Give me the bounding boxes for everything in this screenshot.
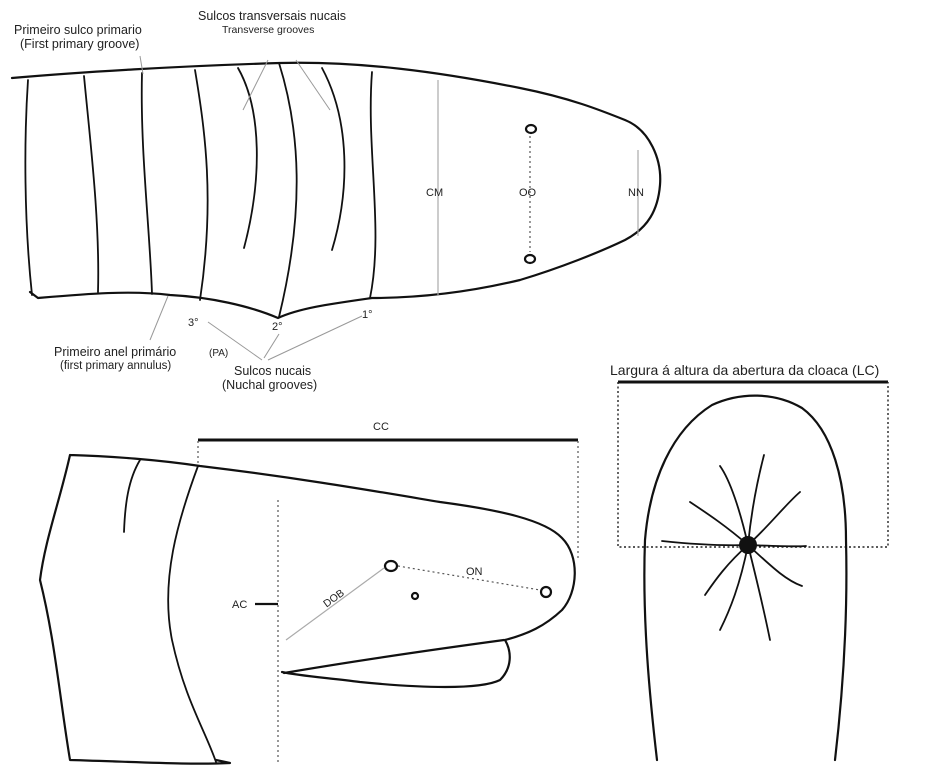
cloaca-title: Largura á altura da abertura da cloaca (… bbox=[610, 362, 879, 378]
lateral-groove-2 bbox=[168, 466, 216, 762]
label-groove-2: 2° bbox=[272, 321, 283, 333]
cloaca-opening bbox=[739, 536, 757, 554]
nuchal-groove-2 bbox=[279, 63, 297, 317]
leader-annulus bbox=[150, 296, 168, 340]
cloaca-view: Largura á altura da abertura da cloaca (… bbox=[610, 362, 888, 760]
lc-dotted-box bbox=[618, 382, 888, 547]
label-oo: OO bbox=[519, 187, 537, 199]
label-pa: (PA) bbox=[209, 348, 228, 359]
primary-groove-1 bbox=[25, 80, 32, 295]
label-annulus-pt: Primeiro anel primário bbox=[54, 345, 176, 359]
eye-upper bbox=[526, 125, 536, 133]
eye-lower bbox=[525, 255, 535, 263]
label-dob: DOB bbox=[321, 587, 346, 610]
label-groove-3: 3° bbox=[188, 317, 199, 329]
label-annulus-en: (first primary annulus) bbox=[60, 360, 171, 372]
label-groove-1: 1° bbox=[362, 309, 373, 321]
label-nuchal-pt: Sulcos nucais bbox=[234, 364, 311, 378]
label-cc: CC bbox=[373, 421, 389, 433]
lateral-eye bbox=[385, 561, 397, 571]
cloaca-outline bbox=[644, 396, 846, 760]
lateral-groove-1 bbox=[124, 460, 140, 532]
label-cm: CM bbox=[426, 187, 443, 199]
label-first-groove-pt: Primeiro sulco primario bbox=[14, 23, 142, 37]
dorsal-head-view: Primeiro sulco primario (First primary g… bbox=[12, 9, 660, 392]
label-transverse-pt: Sulcos transversais nucais bbox=[198, 9, 346, 23]
leader-transverse-2 bbox=[296, 60, 330, 110]
label-nuchal-en: (Nuchal grooves) bbox=[222, 378, 317, 392]
lateral-nostril bbox=[541, 587, 551, 597]
lateral-head-view: CC AC DOB ON bbox=[40, 421, 578, 764]
lateral-body-outline bbox=[40, 455, 575, 764]
mouth-line bbox=[284, 640, 504, 673]
transverse-groove-2 bbox=[322, 68, 344, 250]
label-on: ON bbox=[466, 566, 483, 578]
primary-groove-2 bbox=[84, 76, 98, 292]
label-transverse-en: Transverse grooves bbox=[222, 24, 314, 36]
label-nn: NN bbox=[628, 187, 644, 199]
nuchal-groove-3 bbox=[195, 70, 208, 300]
leader-nuchal-2 bbox=[264, 334, 279, 358]
lateral-tentacle bbox=[412, 593, 418, 599]
label-ac: AC bbox=[232, 599, 247, 611]
leader-first-groove bbox=[140, 56, 143, 74]
nuchal-groove-1 bbox=[370, 72, 375, 298]
primary-groove-3 bbox=[142, 73, 152, 294]
label-first-groove-en: (First primary groove) bbox=[20, 37, 139, 51]
transverse-groove-1 bbox=[238, 68, 257, 248]
